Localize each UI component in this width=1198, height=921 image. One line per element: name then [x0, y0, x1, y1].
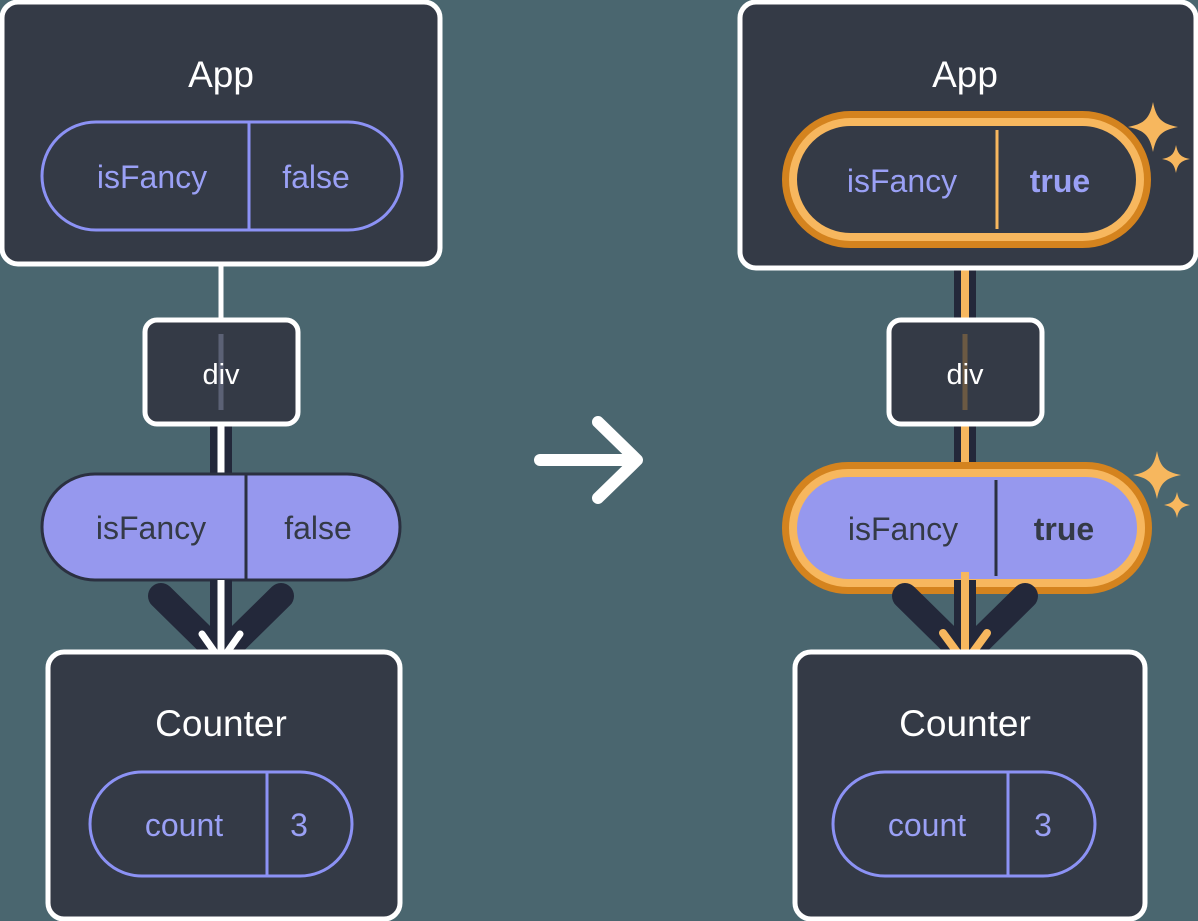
counter-title-before: Counter	[155, 703, 287, 744]
prop-pill-after: isFancy true	[782, 462, 1152, 594]
div-box-before: div	[142, 317, 301, 427]
app-box-frame-before	[0, 0, 443, 267]
div-title-after: div	[946, 359, 984, 391]
pill-key: isFancy	[97, 159, 207, 195]
arrow-prop-to-counter-before	[148, 580, 294, 668]
pill-key: isFancy	[96, 510, 206, 546]
pill-value: true	[1030, 163, 1090, 199]
counter-box-after: Counter count 3	[792, 649, 1148, 921]
app-box-before: App isFancy false	[0, 0, 443, 267]
pill-outline	[40, 120, 404, 232]
app-state-pill-before: isFancy false	[40, 120, 404, 232]
pill-key: isFancy	[847, 163, 957, 199]
prop-pill-before: isFancy false	[40, 472, 402, 582]
counter-state-pill-before: count 3	[88, 770, 354, 878]
counter-box-frame-after	[792, 649, 1148, 921]
pill-key: count	[888, 807, 966, 843]
right-arrow-icon-head	[592, 416, 643, 504]
before-tree: App isFancy false div isFancy	[0, 0, 443, 921]
counter-box-before: Counter count 3	[45, 649, 403, 921]
counter-box-frame-before	[45, 649, 403, 921]
app-title-after: App	[932, 54, 998, 95]
pill-value: false	[282, 159, 350, 195]
app-title-before: App	[188, 54, 254, 95]
pill-key: isFancy	[848, 511, 958, 547]
pill-highlight-outer-ring	[782, 111, 1151, 248]
counter-title-after: Counter	[899, 703, 1031, 744]
counter-state-pill-after: count 3	[831, 770, 1097, 878]
pill-outline	[88, 770, 354, 878]
transition-arrow	[534, 416, 643, 504]
div-box-after: div	[886, 317, 1045, 427]
pill-value: true	[1034, 511, 1094, 547]
div-title-before: div	[202, 359, 240, 391]
pill-value: 3	[1034, 807, 1052, 843]
pill-highlight-inner-ring	[789, 118, 1144, 241]
pill-outline	[831, 770, 1097, 878]
pill-key: count	[145, 807, 223, 843]
pill-value: false	[284, 510, 352, 546]
app-state-pill-after: isFancy true	[782, 111, 1151, 248]
after-tree: App isFancy true div	[737, 0, 1198, 921]
app-box-after: App isFancy true	[737, 0, 1198, 271]
pill-value: 3	[290, 807, 308, 843]
